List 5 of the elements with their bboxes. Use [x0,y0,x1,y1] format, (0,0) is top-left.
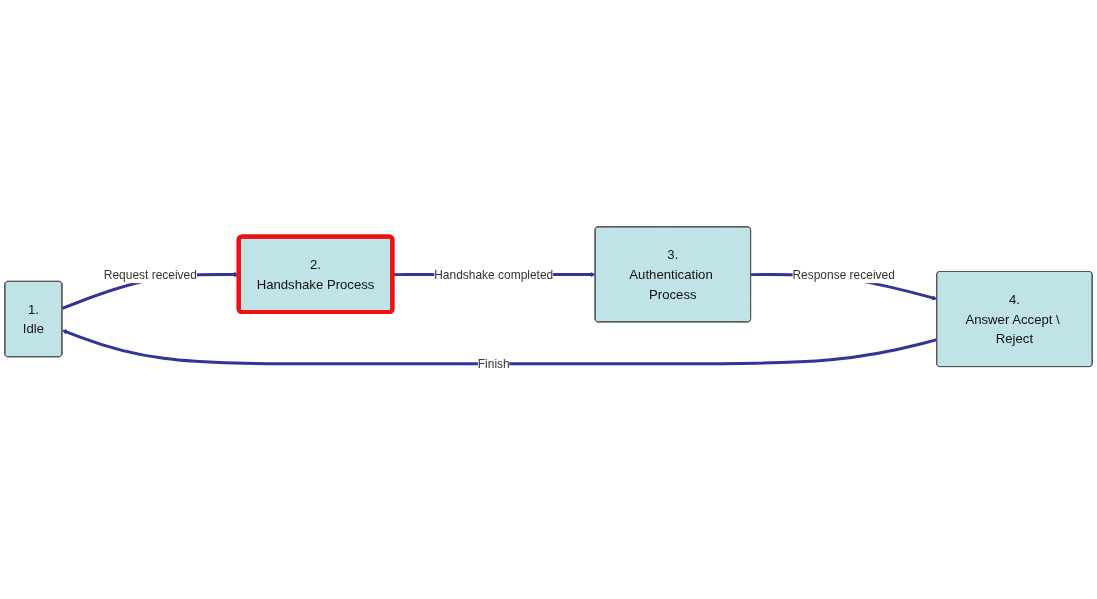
edge-label: Response received [792,267,895,281]
edge-label: Request received [103,267,197,281]
edge-label: Handshake completed [434,267,554,281]
edge-label: Finish [477,356,510,371]
arrow [62,329,938,365]
